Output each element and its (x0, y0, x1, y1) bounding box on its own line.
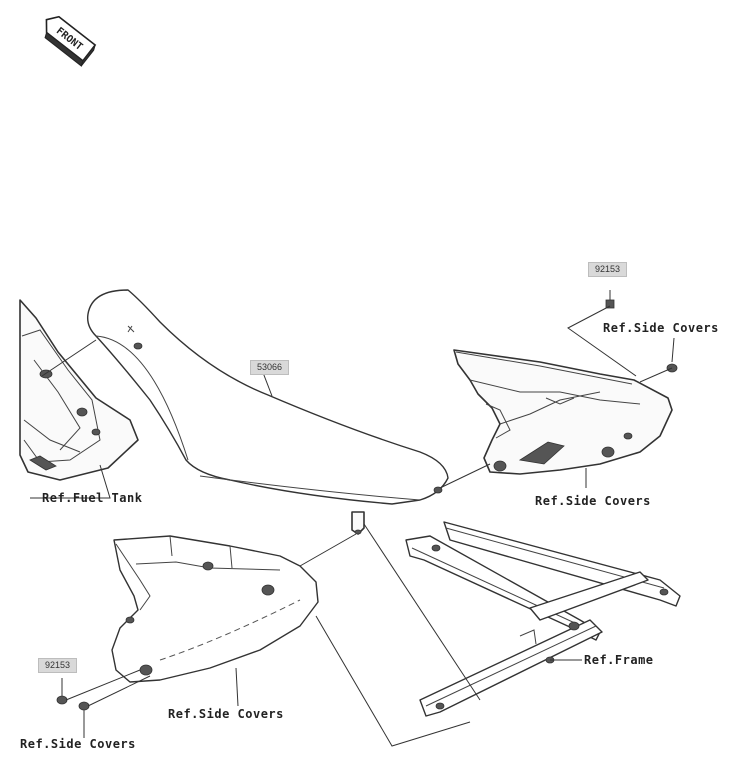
bolt-left-part (56, 695, 68, 705)
seat-part (86, 289, 449, 535)
part-number-bolt-left[interactable]: 92153 (38, 658, 78, 673)
front-arrow-badge: FRONT (44, 15, 97, 67)
part-number-seat[interactable]: 53066 (250, 360, 290, 375)
right-side-cover-part (453, 349, 673, 475)
rear-frame-part (405, 521, 681, 717)
ref-side-covers-right-bottom-label: Ref.Side Covers (535, 494, 651, 508)
leader-lines (30, 305, 675, 747)
left-side-cover-part (111, 535, 319, 683)
ref-side-covers-left-label: Ref.Side Covers (168, 707, 284, 721)
ref-fuel-tank-label: Ref.Fuel Tank (42, 491, 143, 505)
fuel-tank-part (19, 299, 139, 481)
clip-left-part (78, 701, 90, 711)
bolt-right-part (605, 290, 615, 309)
ref-side-covers-right-top-label: Ref.Side Covers (603, 321, 719, 335)
ref-side-covers-bottom-left-label: Ref.Side Covers (20, 737, 136, 751)
ref-frame-label: Ref.Frame (584, 653, 654, 667)
part-number-bolt-right[interactable]: 92153 (588, 262, 628, 277)
